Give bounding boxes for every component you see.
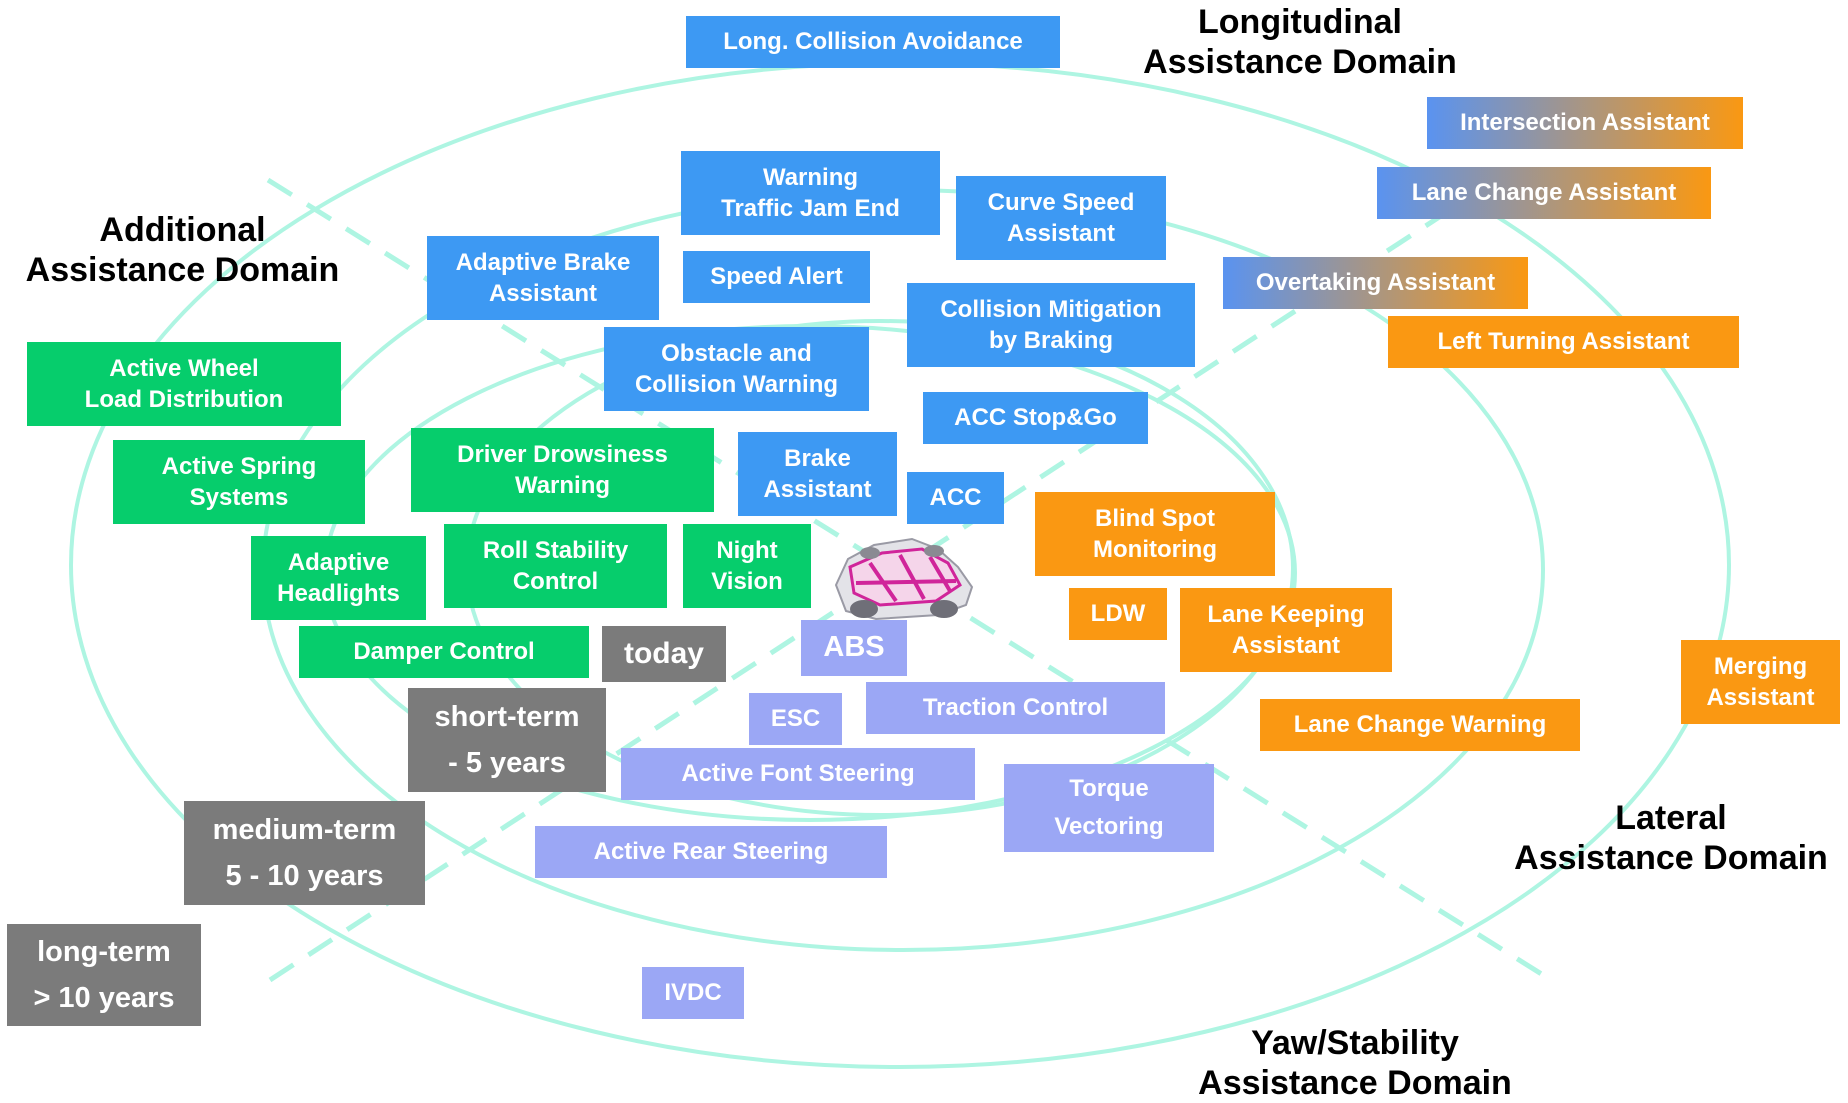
adaptive-headlights-box: Adaptive Headlights <box>251 536 426 620</box>
ldw-box: LDW <box>1069 588 1167 640</box>
blind-spot-monitoring-box: Blind Spot Monitoring <box>1035 492 1275 576</box>
lane-change-assistant-box: Lane Change Assistant <box>1377 167 1711 219</box>
night-vision-box: Night Vision <box>683 524 811 608</box>
merging-assistant-box: Merging Assistant <box>1681 640 1840 724</box>
warning-traffic-jam-end-box: Warning Traffic Jam End <box>681 151 940 235</box>
acc-stop-go-box: ACC Stop&Go <box>923 392 1148 444</box>
domain-lateral-label: Lateral Assistance Domain <box>1514 799 1828 878</box>
lane-keeping-assistant-box: Lane Keeping Assistant <box>1180 588 1392 672</box>
damper-control-box: Damper Control <box>299 626 589 678</box>
active-front-steering-box: Active Font Steering <box>621 748 975 800</box>
horizon-medium-term-box: medium-term 5 - 10 years <box>184 801 425 905</box>
torque-vectoring-box: Torque Vectoring <box>1004 764 1214 852</box>
speed-alert-box: Speed Alert <box>683 251 870 303</box>
brake-assistant-box: Brake Assistant <box>738 432 897 516</box>
lane-change-warning-box: Lane Change Warning <box>1260 699 1580 751</box>
curve-speed-assistant-box: Curve Speed Assistant <box>956 176 1166 260</box>
horizon-today-box: today <box>602 626 726 682</box>
domain-additional-label: Additional Assistance Domain <box>25 211 340 290</box>
domain-yaw-label: Yaw/Stability Assistance Domain <box>1198 1024 1512 1103</box>
active-spring-systems-box: Active Spring Systems <box>113 440 365 524</box>
horizon-long-term-box: long-term > 10 years <box>7 924 201 1026</box>
traction-control-box: Traction Control <box>866 682 1165 734</box>
obstacle-collision-warning-box: Obstacle and Collision Warning <box>604 327 869 411</box>
adaptive-brake-assistant-box: Adaptive Brake Assistant <box>427 236 659 320</box>
car-chassis-image <box>834 537 974 621</box>
abs-box: ABS <box>801 620 907 676</box>
intersection-assistant-box: Intersection Assistant <box>1427 97 1743 149</box>
domain-longitudinal-label: Longitudinal Assistance Domain <box>1143 3 1457 82</box>
acc-box: ACC <box>907 472 1004 524</box>
active-rear-steering-box: Active Rear Steering <box>535 826 887 878</box>
driver-drowsiness-warning-box: Driver Drowsiness Warning <box>411 428 714 512</box>
horizon-short-term-box: short-term - 5 years <box>408 688 606 792</box>
active-wheel-load-box: Active Wheel Load Distribution <box>27 342 341 426</box>
collision-mitigation-box: Collision Mitigation by Braking <box>907 283 1195 367</box>
left-turning-assistant-box: Left Turning Assistant <box>1388 316 1739 368</box>
roll-stability-control-box: Roll Stability Control <box>444 524 667 608</box>
ivdc-box: IVDC <box>642 967 744 1019</box>
esc-box: ESC <box>749 693 842 745</box>
overtaking-assistant-box: Overtaking Assistant <box>1223 257 1528 309</box>
long-collision-avoidance-box: Long. Collision Avoidance <box>686 16 1060 68</box>
